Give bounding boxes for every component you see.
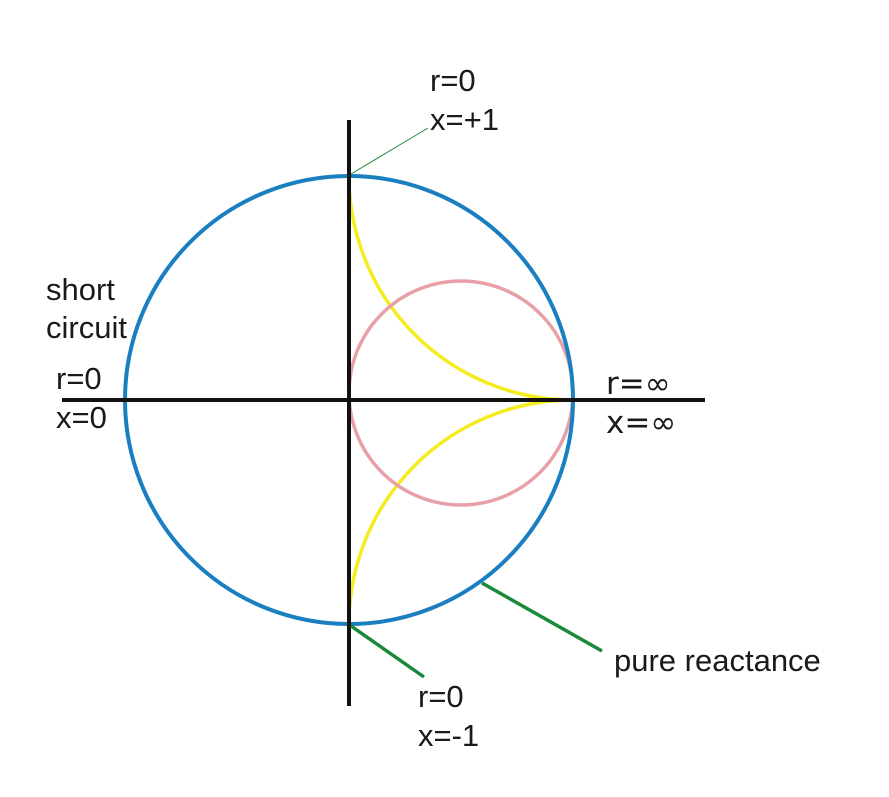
short-circuit-label-line2: circuit	[46, 310, 127, 345]
reactance-arc-positive	[347, 175, 574, 402]
short-circuit-label-line1: short	[46, 272, 115, 307]
bottom-r-label: r=0	[418, 679, 464, 714]
right-x-label: x=∞	[606, 405, 677, 441]
top-x-label: x=+1	[430, 102, 499, 137]
left-r-label: r=0	[56, 361, 102, 396]
pure-reactance-label: pure reactance	[614, 643, 821, 678]
right-r-label: r=∞	[606, 366, 671, 402]
left-x-label: x=0	[56, 400, 107, 435]
top-r-label: r=0	[430, 63, 476, 98]
leader-line-pure-reactance	[481, 581, 603, 653]
bottom-x-label: x=-1	[418, 718, 480, 753]
reactance-arc-negative	[347, 398, 574, 625]
resistance-circle	[347, 279, 575, 507]
leader-line-top	[350, 127, 429, 175]
leader-line-bottom	[349, 624, 426, 679]
